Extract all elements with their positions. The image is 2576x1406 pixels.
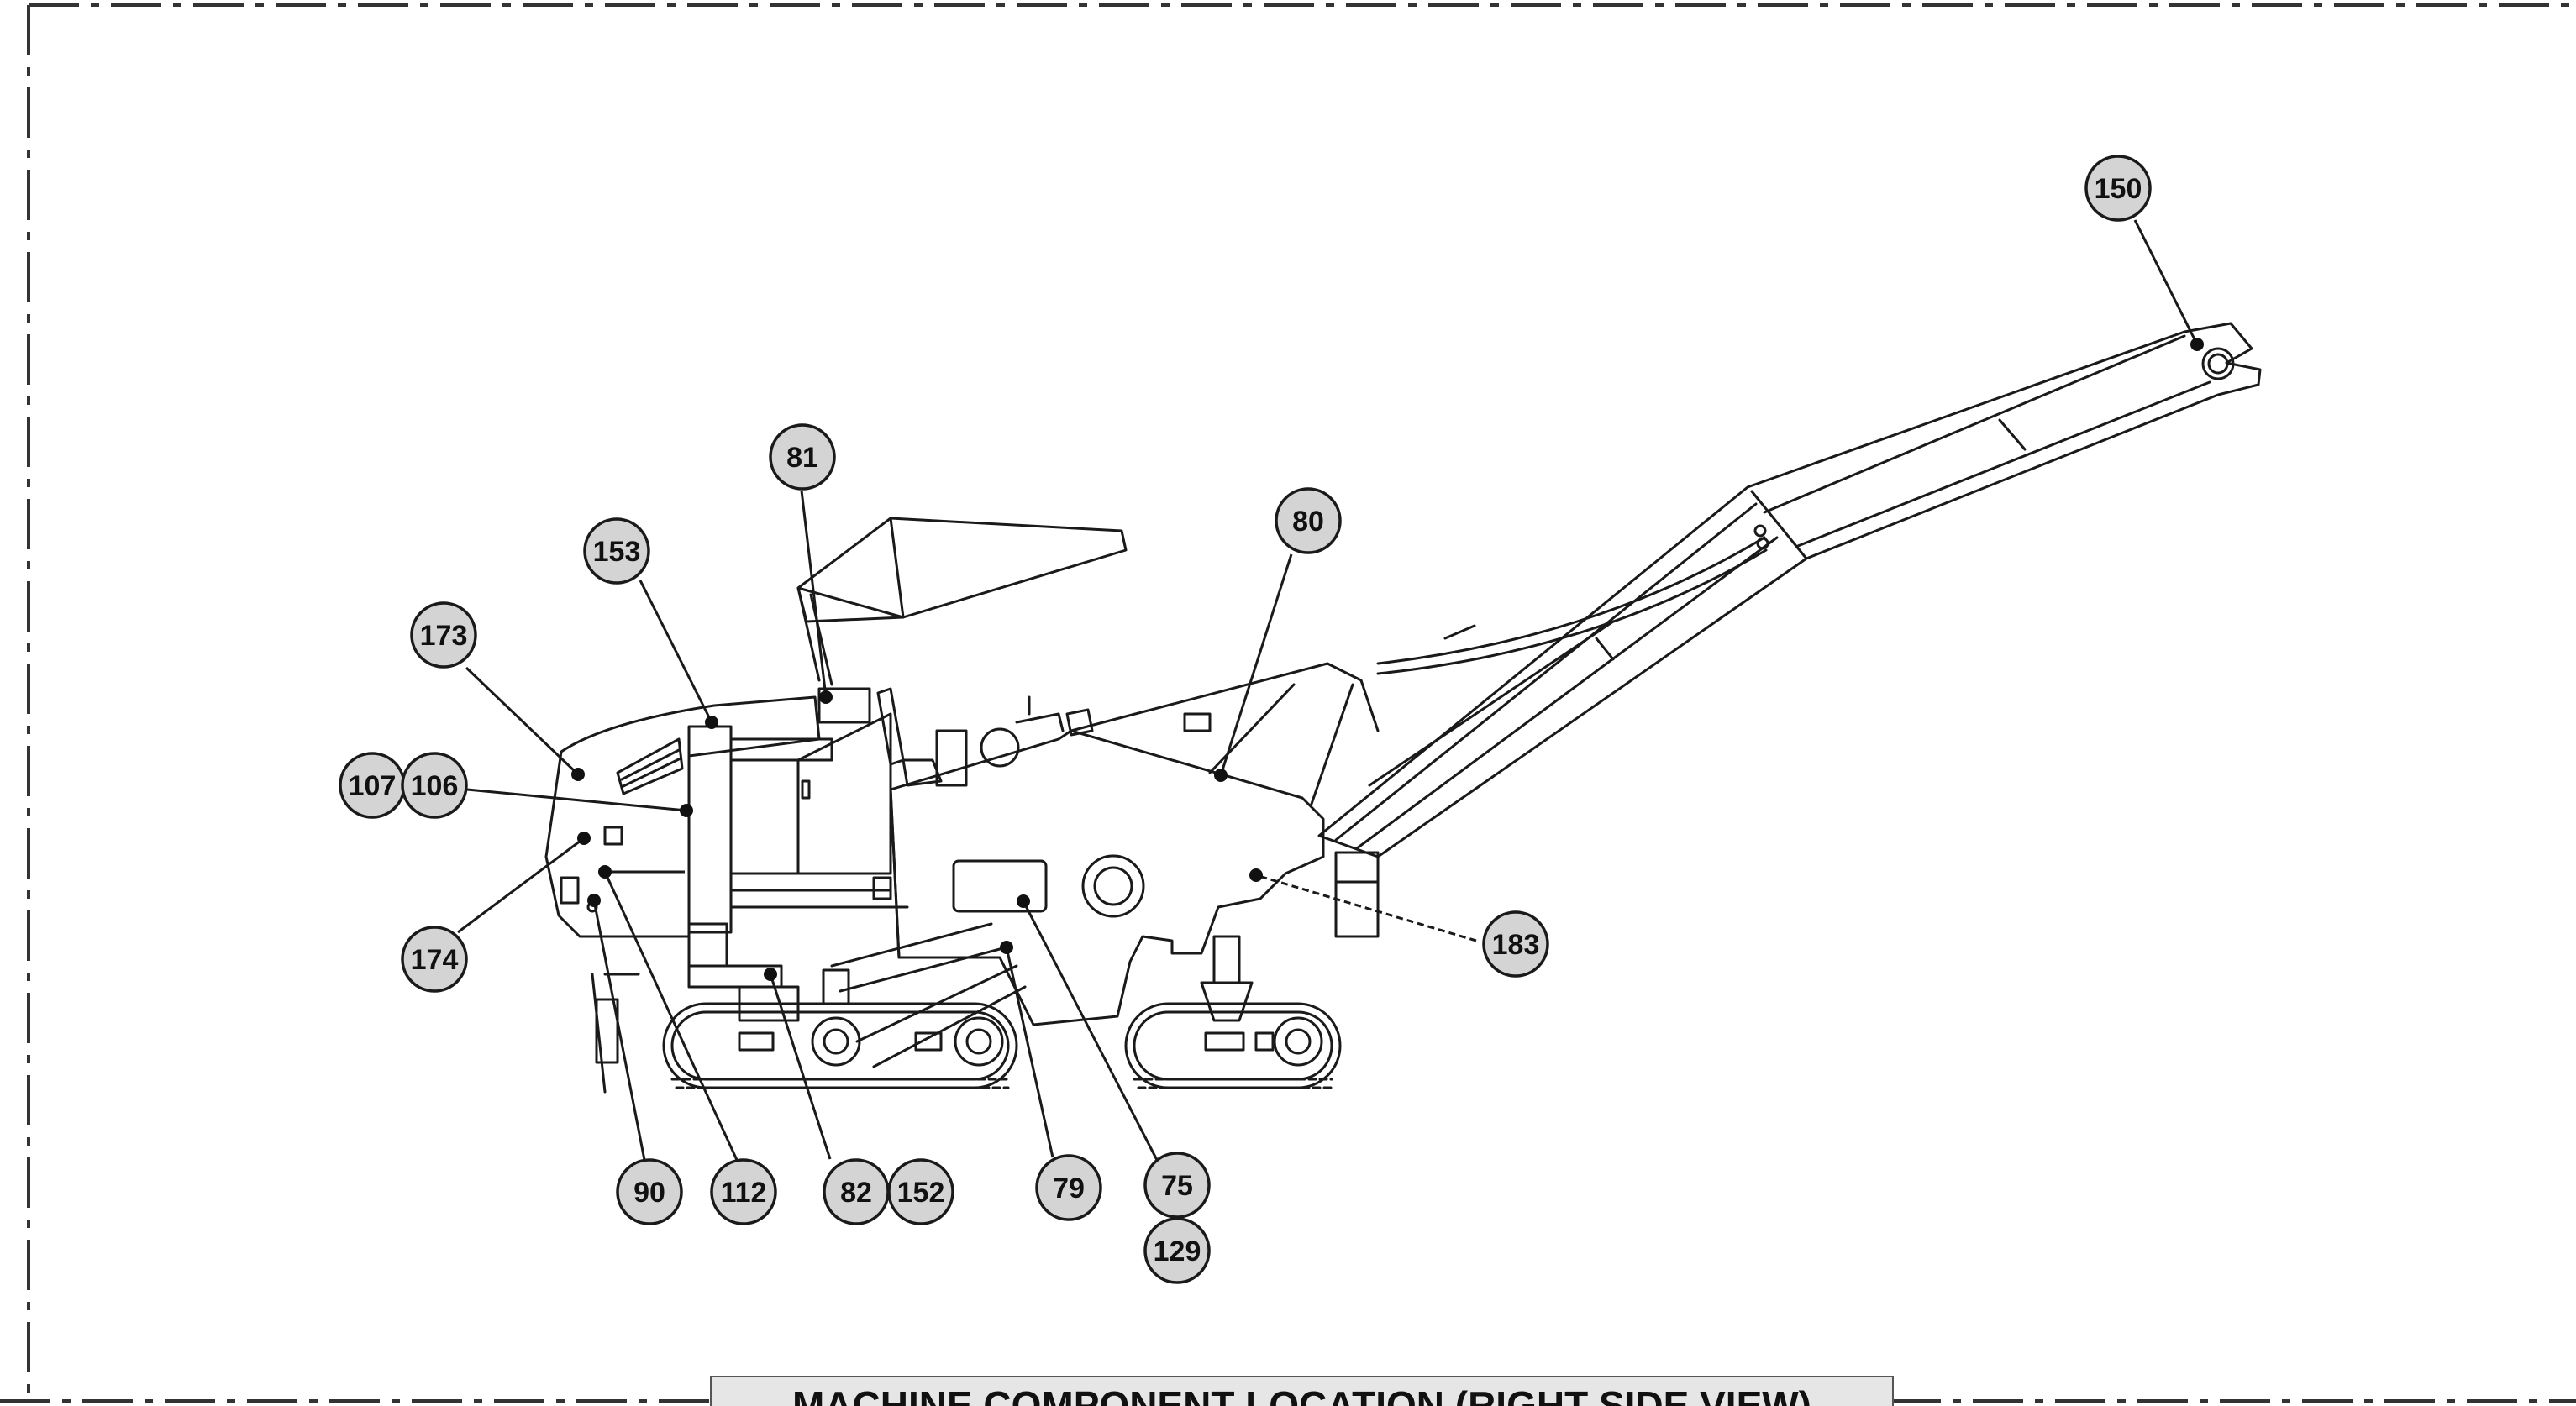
callout-label: 129 [1154,1235,1201,1267]
callout-label: 79 [1053,1173,1085,1204]
callout-circle [769,423,836,491]
callout-129: 129 [1143,1217,1211,1284]
callout-circle [1482,910,1549,978]
callout-label: 90 [633,1177,665,1209]
conveyor-boom [1317,322,2262,858]
callout-circle [1143,1152,1211,1219]
callout-80: 80 [1275,487,1342,554]
machine-drawing [544,322,2262,1094]
callout-label: 75 [1161,1170,1193,1202]
callout-circle [710,1158,777,1225]
callout-75: 75 [1143,1152,1211,1219]
callout-label: 150 [2095,173,2142,205]
front-track [1124,1002,1342,1089]
callout-label: 153 [593,536,641,568]
callout-label: 80 [1292,506,1324,538]
callout-label: 106 [411,770,459,802]
callout-circle [1035,1154,1102,1221]
canopy [796,517,1128,686]
callout-183: 183 [1482,910,1549,978]
callouts: 150 81 80 153 173 107 106 174 183 90 112 82 152 79 75 1… [339,155,2152,1284]
operator-seat [876,687,1094,787]
callout-112: 112 [710,1158,777,1225]
callout-152: 152 [887,1158,954,1225]
callout-label: 183 [1492,929,1540,961]
border-frame [0,3,2576,1404]
engine-hood [544,695,821,938]
callout-90: 90 [616,1158,683,1225]
callout-circle [2084,155,2152,222]
callout-label: 107 [349,770,397,802]
callout-174: 174 [401,926,468,993]
callout-label: 174 [411,944,459,976]
callout-label: 152 [897,1177,945,1209]
callout-label: 173 [420,620,468,652]
callout-label: 112 [721,1177,767,1209]
diagram-title: MACHINE COMPONENT LOCATION (RIGHT SIDE V… [791,1383,1811,1406]
callout-153: 153 [583,517,650,585]
callout-circle [1275,487,1342,554]
rear-track [662,1002,1018,1089]
callout-circle [616,1158,683,1225]
callout-106: 106 [401,752,468,819]
callout-circle [1143,1217,1211,1284]
callout-150: 150 [2084,155,2152,222]
callout-circle [583,517,650,585]
callout-circle [410,601,477,669]
callout-circle [401,752,468,819]
leader-dots [571,338,2204,981]
callout-82: 82 [823,1158,890,1225]
callout-circle [401,926,468,993]
callout-label: 81 [786,442,818,474]
operator-platform [687,687,909,934]
callout-label: 82 [840,1177,872,1209]
undercarriage-bars [591,922,1254,1094]
main-body [889,662,1380,1026]
callout-circle [887,1158,954,1225]
diagram-title-box: MACHINE COMPONENT LOCATION (RIGHT SIDE V… [710,1376,1894,1406]
callout-81: 81 [769,423,836,491]
callout-79: 79 [1035,1154,1102,1221]
callout-173: 173 [410,601,477,669]
callout-107: 107 [339,752,406,819]
leader-lines [457,219,2199,1162]
